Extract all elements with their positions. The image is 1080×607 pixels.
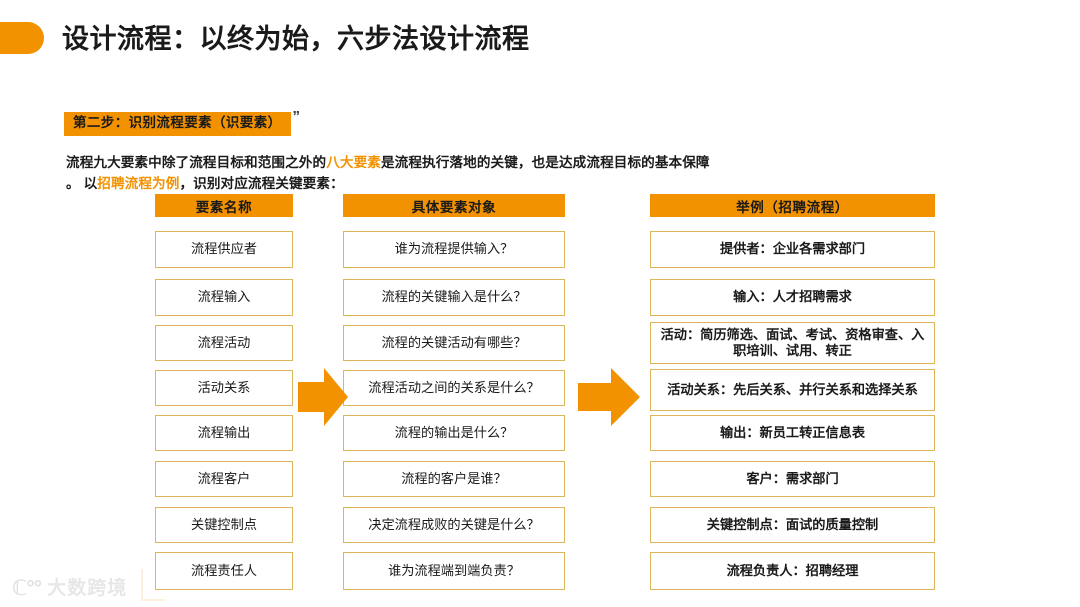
watermark-text: 大数跨境 bbox=[47, 578, 128, 599]
body-line1-part-b: 是流程执行落地的关键，也是达成流程目标的基本保障 bbox=[380, 155, 710, 170]
table-cell: 流程输入 bbox=[155, 279, 293, 316]
badge-quote-glyph: ” bbox=[292, 108, 301, 125]
table-cell: 流程责任人 bbox=[155, 552, 293, 590]
decorative-corner-pill bbox=[0, 22, 44, 54]
column-element-name: 要素名称 流程供应者流程输入流程活动活动关系流程输出流程客户关键控制点流程责任人 bbox=[155, 194, 293, 590]
table-cell: 流程的关键输入是什么？ bbox=[343, 279, 565, 316]
column-concrete-object: 具体要素对象 谁为流程提供输入？ 流程的关键输入是什么？ 流程的关键活动有哪些？ 流程… bbox=[343, 194, 565, 590]
watermark-logo-icon: ℂ°° bbox=[12, 577, 42, 600]
table-cell: 流程的客户是谁？ bbox=[343, 461, 565, 497]
body-paragraph: 流程九大要素中除了流程目标和范围之外的八大要素是流程执行落地的关键，也是达成流程… bbox=[66, 152, 866, 194]
table-cell: 谁为流程提供输入？ bbox=[343, 231, 565, 268]
table-cell: 输入：人才招聘需求 bbox=[650, 279, 935, 316]
column-recruiting-example: 举例（招聘流程） 提供者：企业各需求部门输入：人才招聘需求活动：简历筛选、面试、… bbox=[650, 194, 935, 590]
body-line1-part-a: 流程九大要素中除了流程目标和范围之外的 bbox=[66, 155, 327, 170]
table-cell: 活动关系 bbox=[155, 370, 293, 406]
step-badge: 第二步：识别流程要素（识要素） bbox=[64, 112, 291, 136]
table-cell: 流程活动之间的关系是什么？ bbox=[343, 370, 565, 406]
body-highlight-eight-elements: 八大要素 bbox=[326, 155, 381, 170]
table-cell: 活动关系：先后关系、并行关系和选择关系 bbox=[650, 369, 935, 411]
page-title: 设计流程：以终为始，六步法设计流程 bbox=[62, 24, 530, 54]
table-cell: 流程客户 bbox=[155, 461, 293, 497]
table-cell: 决定流程成败的关键是什么？ bbox=[343, 507, 565, 543]
table-cell: 谁为流程端到端负责？ bbox=[343, 552, 565, 590]
body-line2-part-b: ，识别对应流程关键要素： bbox=[179, 176, 344, 192]
column-header-recruiting-example: 举例（招聘流程） bbox=[650, 194, 935, 217]
table-cell: 客户：需求部门 bbox=[650, 461, 935, 497]
column-header-concrete-object: 具体要素对象 bbox=[343, 194, 565, 217]
body-highlight-recruiting-example: 招聘流程为例 bbox=[97, 176, 180, 192]
body-line2-part-a: 。 以 bbox=[66, 176, 98, 192]
table-cell: 关键控制点：面试的质量控制 bbox=[650, 507, 935, 543]
column-header-element-name: 要素名称 bbox=[155, 194, 293, 217]
table-cell: 流程的关键活动有哪些？ bbox=[343, 325, 565, 361]
table-cell: 流程供应者 bbox=[155, 231, 293, 268]
table-cell: 输出：新员工转正信息表 bbox=[650, 415, 935, 451]
table-cell: 关键控制点 bbox=[155, 507, 293, 543]
table-cell: 活动：简历筛选、面试、考试、资格审查、入职培训、试用、转正 bbox=[650, 322, 935, 364]
step-badge-group: 第二步：识别流程要素（识要素） ” bbox=[64, 108, 301, 136]
table-cell: 流程活动 bbox=[155, 325, 293, 361]
watermark: ℂ°° 大数跨境 bbox=[12, 569, 166, 601]
table-cell: 流程的输出是什么？ bbox=[343, 415, 565, 451]
table-cell: 提供者：企业各需求部门 bbox=[650, 231, 935, 268]
table-cell: 流程输出 bbox=[155, 415, 293, 451]
table-cell: 流程负责人：招聘经理 bbox=[650, 552, 935, 590]
